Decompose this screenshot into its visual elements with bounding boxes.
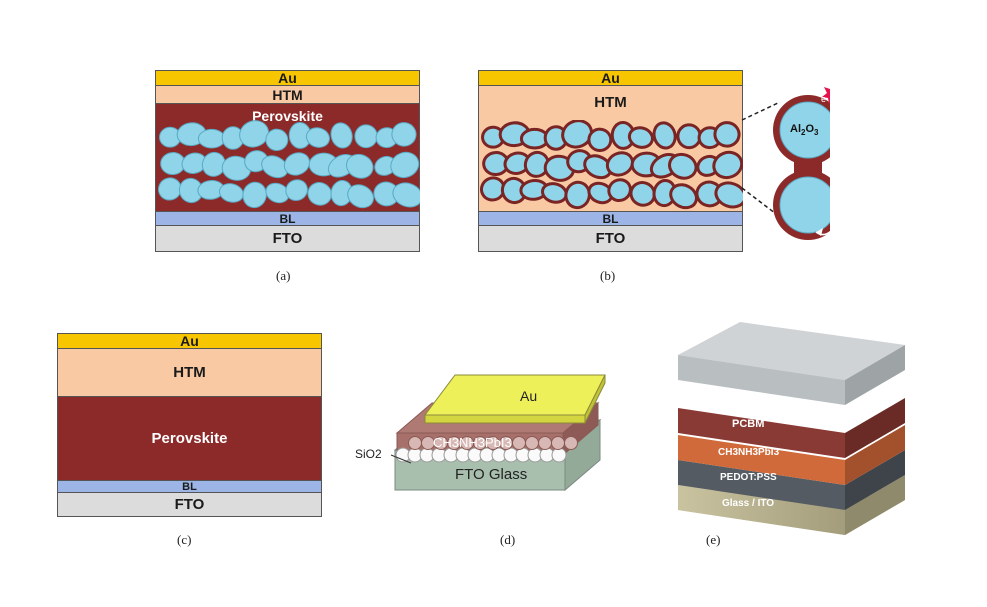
particle bbox=[239, 120, 270, 148]
layer-au: Au bbox=[478, 70, 743, 86]
panel-c: Au HTM Perovskite BL FTO bbox=[57, 333, 322, 523]
layer-fto: FTO bbox=[478, 226, 743, 252]
panel-d: Au CH3NH3PbI3 FTO Glass SiO2 bbox=[355, 374, 606, 492]
label-al: Al bbox=[748, 391, 759, 403]
label-fto-glass: FTO Glass bbox=[455, 466, 527, 483]
particle bbox=[391, 122, 417, 147]
particle bbox=[265, 128, 289, 152]
caption-b: (b) bbox=[600, 268, 616, 283]
particle bbox=[390, 151, 420, 179]
particle bbox=[261, 155, 289, 179]
layer-au: Au bbox=[155, 70, 420, 86]
particle bbox=[330, 122, 353, 149]
perovskite-sphere bbox=[512, 436, 526, 450]
layer-bl: BL bbox=[155, 212, 420, 226]
particle bbox=[540, 182, 568, 204]
label-pcbm: PCBM bbox=[732, 418, 764, 430]
particle bbox=[564, 180, 591, 210]
particle bbox=[627, 126, 654, 149]
particle bbox=[346, 153, 374, 179]
particle bbox=[712, 150, 743, 180]
caption-d: (d) bbox=[500, 532, 516, 547]
layer-bl: BL bbox=[57, 481, 322, 493]
layer-au: Au bbox=[57, 333, 322, 349]
svg-text:e: e bbox=[821, 94, 826, 104]
svg-text:Al2O3: Al2O3 bbox=[790, 123, 819, 137]
panel-b: Au HTM BL FTO bbox=[478, 70, 743, 260]
perovskite-sphere bbox=[564, 436, 578, 450]
particle bbox=[669, 183, 698, 210]
perovskite-label: Perovskite bbox=[252, 108, 323, 124]
particle bbox=[307, 182, 332, 206]
layer-perovskite: Perovskite bbox=[57, 397, 322, 481]
particle bbox=[242, 181, 267, 209]
label-absorber: CH3NH3PbI3 bbox=[433, 435, 512, 450]
layer-bl: BL bbox=[478, 212, 743, 226]
sio2-sphere bbox=[551, 447, 567, 463]
particle bbox=[668, 152, 698, 180]
label-glass-ito: Glass / ITO bbox=[722, 498, 774, 509]
particle bbox=[347, 184, 374, 209]
al2o3-inset: e Al2O3 bbox=[741, 87, 830, 240]
starburst-icon bbox=[822, 87, 830, 104]
particle bbox=[713, 121, 741, 148]
label-sio2: SiO2 bbox=[355, 447, 382, 461]
particle bbox=[605, 151, 635, 177]
layer-fto: FTO bbox=[57, 493, 322, 517]
particle-layer-b bbox=[479, 120, 743, 210]
label-au: Au bbox=[520, 388, 537, 404]
perovskite-sphere bbox=[551, 436, 565, 450]
particle bbox=[587, 127, 613, 153]
particle bbox=[197, 128, 226, 149]
particle bbox=[392, 182, 420, 208]
caption-c: (c) bbox=[177, 532, 192, 547]
label-ch3nh3pbi3: CH3NH3PbI3 bbox=[718, 447, 780, 458]
panel-a: Au HTM Perovskite BL FTO bbox=[155, 70, 420, 260]
perovskite-sphere bbox=[525, 436, 539, 450]
particle bbox=[157, 177, 182, 201]
particle-layer-a bbox=[157, 120, 420, 209]
caption-a: (a) bbox=[276, 268, 291, 283]
layer-fto: FTO bbox=[155, 226, 420, 252]
caption-e: (e) bbox=[706, 532, 721, 547]
particle bbox=[283, 152, 311, 176]
particle bbox=[305, 127, 330, 148]
particle bbox=[607, 178, 632, 203]
particle bbox=[652, 121, 677, 150]
perovskite-sphere bbox=[538, 436, 552, 450]
particle bbox=[354, 124, 378, 149]
panel-e: Al PCBM CH3NH3PbI3 PEDOT:PSS Glass / ITO bbox=[678, 322, 905, 535]
perovskite-sphere bbox=[408, 436, 422, 450]
label-pedot-pss: PEDOT:PSS bbox=[720, 472, 777, 483]
layer-htm: HTM bbox=[155, 86, 420, 104]
layer-htm: HTM bbox=[57, 349, 322, 397]
particle bbox=[714, 181, 743, 209]
particle bbox=[285, 179, 308, 202]
particle bbox=[561, 120, 594, 149]
